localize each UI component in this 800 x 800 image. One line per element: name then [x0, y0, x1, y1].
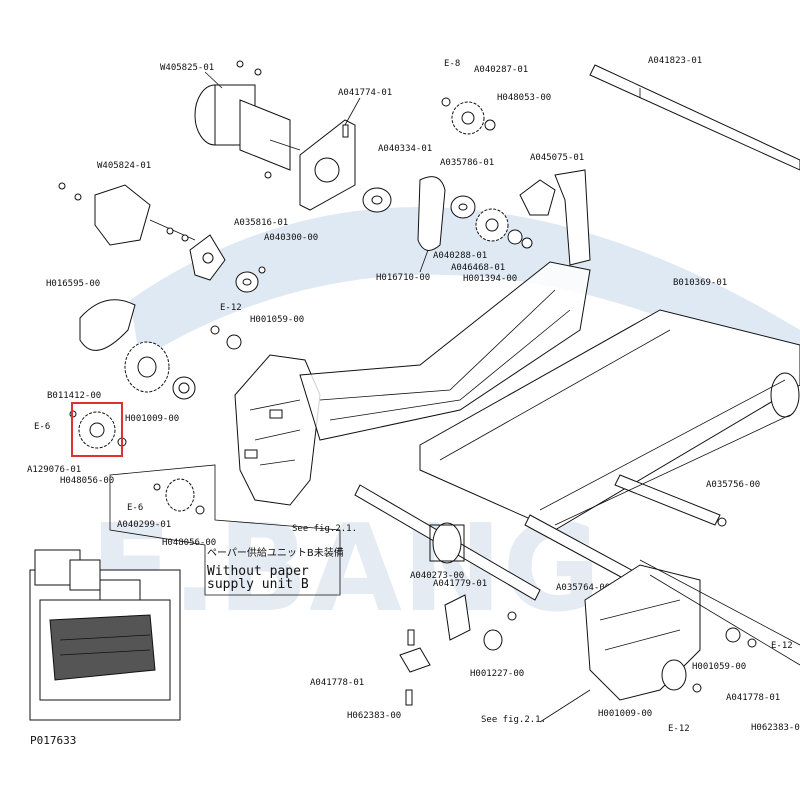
- callout-frame: [109, 464, 341, 596]
- gear-A129076: [69, 410, 127, 449]
- frame-left-plate: [234, 354, 321, 506]
- label-E-12-top: E-12: [220, 303, 242, 313]
- drum-right: [539, 372, 800, 526]
- note-japanese: ペーパー供給ユニットB未装備: [207, 546, 344, 559]
- label-A041779-01: A041779-01: [433, 579, 487, 589]
- gear-B011412: [124, 341, 196, 400]
- watermark-band: [130, 206, 800, 380]
- label-E-6-left: E-6: [34, 422, 50, 432]
- label-A045075-01: A045075-01: [530, 153, 584, 163]
- label-H016595-00: H016595-00: [46, 279, 100, 289]
- highlight-box: [71, 402, 123, 457]
- note-line-2: supply unit B: [207, 577, 309, 592]
- label-E-12-bottom: E-12: [668, 724, 690, 734]
- label-H048053-00: H048053-00: [497, 93, 551, 103]
- label-H062383-00-left: H062383-00: [347, 711, 401, 721]
- label-H048056-00-mid: H048056-00: [162, 538, 216, 548]
- label-B010369-01: B010369-01: [673, 278, 727, 288]
- label-A035756-00: A035756-00: [706, 480, 760, 490]
- motor-small: [58, 182, 196, 246]
- label-A035786-01: A035786-01: [440, 158, 494, 168]
- belt-H016595: [79, 299, 136, 351]
- motor-large: [194, 60, 301, 179]
- bracket-A035816: [189, 234, 226, 281]
- gear-A040299: [153, 478, 205, 515]
- label-A040287-01: A040287-01: [474, 65, 528, 75]
- bearing-H001059-right: [725, 627, 741, 643]
- pulley-A040300: [235, 266, 266, 293]
- frame-arm: [299, 261, 591, 441]
- bracket-A041779: [444, 594, 517, 651]
- note-line-1: Without paper: [207, 564, 309, 579]
- label-A040334-01: A040334-01: [378, 144, 432, 154]
- label-W405824-01: W405824-01: [97, 161, 151, 171]
- label-A040299-01: A040299-01: [117, 520, 171, 530]
- belt-H016710: [417, 176, 446, 251]
- label-A046468-01: A046468-01: [451, 263, 505, 273]
- label-A035816-01: A035816-01: [234, 218, 288, 228]
- machine-thumbnail: [29, 549, 181, 721]
- roller-A035756: [614, 474, 727, 527]
- label-A041778-01-right: A041778-01: [726, 693, 780, 703]
- label-E-8: E-8: [444, 59, 460, 69]
- gear-A040287: [441, 97, 496, 135]
- label-H001394-00: H001394-00: [463, 274, 517, 284]
- bracket-A045075: [519, 169, 591, 266]
- shaft-A041823: [589, 64, 800, 171]
- label-A035764-00: A035764-00: [556, 583, 610, 593]
- label-A040300-00: A040300-00: [264, 233, 318, 243]
- label-see-fig-2: See fig.2.1.: [481, 715, 546, 725]
- bracket-A041774: [299, 119, 356, 211]
- label-A040273-00: A040273-00: [410, 571, 464, 581]
- label-A041778-01-left: A041778-01: [310, 678, 364, 688]
- label-H016710-00: H016710-00: [376, 273, 430, 283]
- frame-right-plate: [584, 559, 800, 701]
- label-H001059-00-right: H001059-00: [692, 662, 746, 672]
- label-A041823-01: A041823-01: [648, 56, 702, 66]
- label-see-fig-1: See fig.2.1.: [292, 524, 357, 534]
- label-E-12-right: E-12: [771, 641, 793, 651]
- plate-B010369: [419, 309, 800, 531]
- bearing-H001009-right: [661, 659, 687, 691]
- gear-A040288: [475, 208, 533, 249]
- eclip-E12-bottom: [692, 683, 702, 693]
- label-A040288-01: A040288-01: [433, 251, 487, 261]
- label-H001059-00-top: H001059-00: [250, 315, 304, 325]
- label-A129076-01: A129076-01: [27, 465, 81, 475]
- pulley-A035786: [450, 195, 476, 219]
- pulley-A040334: [362, 187, 392, 213]
- figure-id: P017633: [30, 734, 76, 747]
- label-H001009-00-right: H001009-00: [598, 709, 652, 719]
- label-E-6-mid: E-6: [127, 503, 143, 513]
- eclip-E12-right: [747, 638, 757, 648]
- label-H001009-00-left: H001009-00: [125, 414, 179, 424]
- bracket-A041778-left: [399, 629, 431, 706]
- label-A041774-01: A041774-01: [338, 88, 392, 98]
- label-H062383-00-right: H062383-00: [751, 723, 800, 733]
- label-W405825-01: W405825-01: [160, 63, 214, 73]
- label-H001227-00: H001227-00: [470, 669, 524, 679]
- bearing-H001059-top: [226, 334, 242, 350]
- label-B011412-00: B011412-00: [47, 391, 101, 401]
- label-H048056-00-left: H048056-00: [60, 476, 114, 486]
- roller-A040273: [354, 484, 541, 601]
- eclip-E12-top: [210, 325, 220, 335]
